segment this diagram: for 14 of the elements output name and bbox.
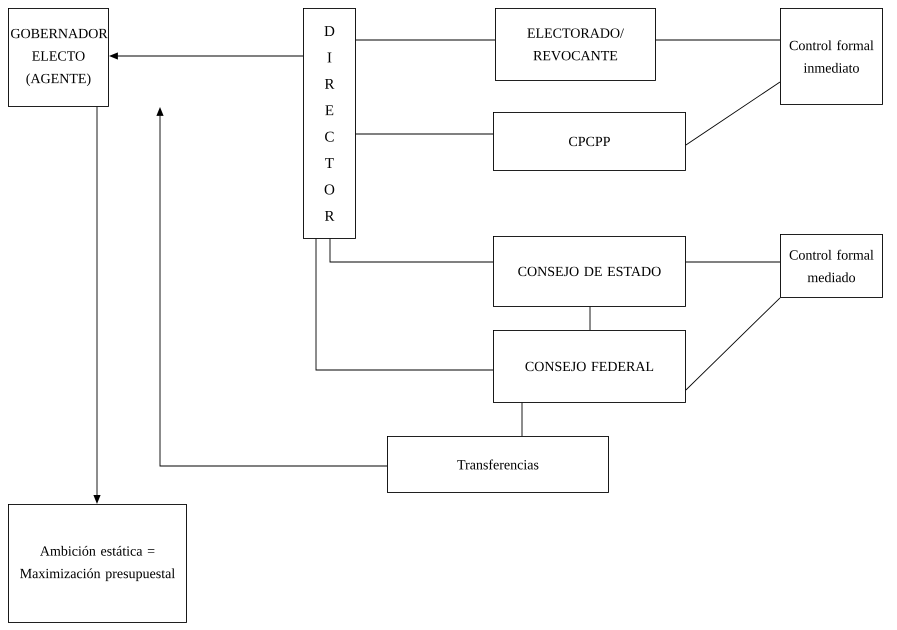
connector-line [685, 297, 780, 390]
connector-line [316, 238, 494, 370]
text-box: CONSEJO FEDERAL [493, 330, 686, 403]
text-box: CONSEJO DE ESTADO [493, 236, 686, 307]
text-box: Control formal mediado [780, 234, 883, 298]
connector-line [685, 82, 780, 146]
text-box: Ambición estática = Maximización presupuestal [8, 504, 187, 623]
text-box: Control formal inmediato [780, 8, 883, 105]
vertical-text-box: DIRECTOR [303, 8, 356, 239]
text-box: GOBERNADOR ELECTO (AGENTE) [8, 8, 109, 107]
text-box: Transferencias [387, 436, 609, 493]
connector-line [330, 238, 494, 262]
text-box: ELECTORADO/ REVOCANTE [495, 8, 656, 81]
text-box: CPCPP [493, 112, 686, 171]
